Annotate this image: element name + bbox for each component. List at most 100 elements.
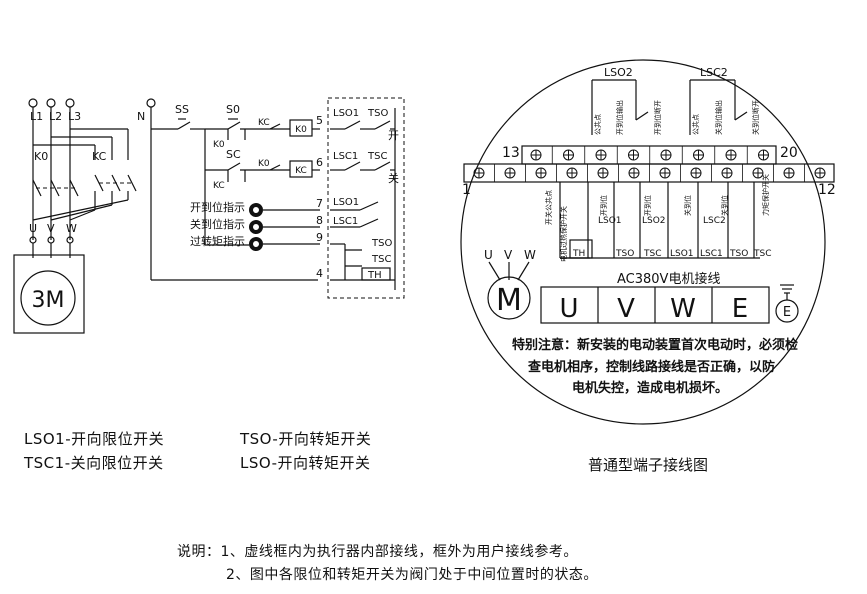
terminal-screw-icon [725, 149, 737, 161]
switch-label-lso2: LSO2 [642, 216, 666, 226]
switch-label-tsc-a: TSC [643, 249, 662, 259]
bottom-label-close-2: 关到位 [720, 195, 729, 216]
terminal-screw-icon [660, 149, 672, 161]
motor-terminal-v: V [47, 222, 55, 235]
terminal-screw-icon [659, 167, 671, 179]
terminal-screw-icon [758, 149, 769, 161]
switch-label-lsc2: LSC2 [703, 216, 726, 226]
terminal-screw-icon [783, 167, 795, 179]
legend-tsc1: TSC1-关向限位开关 [24, 454, 164, 472]
terminal-screw-icon [535, 167, 547, 179]
bottom-label-open-1: 开到位 [599, 195, 608, 216]
box-tso-label: TSO [371, 238, 392, 249]
terminal-number-13: 13 [502, 145, 520, 161]
switch-label-lso1-b: LSO1 [670, 249, 694, 259]
motor-symbol-circle [487, 276, 531, 320]
switch-s0-label: S0 [226, 103, 240, 116]
terminal-screw-icon [595, 149, 607, 161]
phase-label-l3: L3 [68, 110, 81, 123]
top-label-common-1: 公共点 [593, 114, 602, 135]
terminal-screw-icon [563, 149, 574, 161]
contactor-kc-label: KC [92, 150, 107, 163]
terminal-screw-icon [752, 167, 764, 179]
right-terminal-diagram: LSO2 LSC2 公共点 开到位输出 开到位断开 公共点 关到位输出 关到位断… [460, 59, 836, 425]
terminal-screw-icon [473, 167, 485, 179]
box-lsc1-label: LSC1 [333, 216, 358, 227]
lsc2-label: LSC2 [700, 66, 728, 79]
motor-circle [20, 270, 76, 326]
coil-k0 [289, 119, 313, 137]
earth-label: E [783, 305, 791, 320]
terminal-row-bottom [473, 164, 826, 182]
box-tso-top-label: TSO [367, 108, 388, 119]
neutral-label: N [137, 110, 145, 123]
aux-kc-a-label: KC [258, 118, 270, 128]
box-close-label: 关 [388, 171, 399, 185]
lso2-label: LSO2 [604, 66, 633, 79]
terminal-8: 8 [316, 214, 323, 227]
terminal-screw-icon [530, 149, 542, 161]
terminal-screw-icon [566, 167, 578, 179]
terminal-screw-icon [693, 149, 704, 161]
bottom-label-open-2: 开到位 [643, 195, 652, 216]
note-line-2: 2、图中各限位和转矩开关为阀门处于中间位置时的状态。 [226, 567, 598, 583]
indicator-close-label: 关到位指示 [190, 217, 245, 231]
top-label-close-break: 关到位断开 [751, 100, 760, 135]
box-lsc1-mid-label: LSC1 [333, 151, 358, 162]
box-tsc-label: TSC [371, 254, 391, 265]
block-terminal-u: U [559, 294, 578, 324]
legend-tso: TSO-开向转矩开关 [240, 430, 372, 448]
aux-k0-a-label: K0 [213, 140, 225, 150]
motor-symbol-label: M [496, 283, 522, 318]
bottom-label-thermal: 电机过热保护开关 [559, 206, 568, 262]
top-vertical-labels: 公共点 开到位输出 开到位断开 公共点 关到位输出 关到位断开 [593, 100, 760, 135]
terminal-screw-icon [690, 167, 702, 179]
top-label-common-2: 公共点 [691, 114, 700, 135]
box-tsc-mid-label: TSC [367, 151, 387, 162]
box-lso1-label: LSO1 [333, 197, 359, 208]
top-label-open-break: 开到位断开 [653, 100, 662, 135]
switch-label-tso-b: TSO [729, 249, 748, 259]
uvw-label-v: V [504, 248, 513, 262]
motor-terminal-u: U [29, 222, 37, 235]
terminal-5: 5 [316, 114, 323, 127]
left-schematic: L1 L2 L3 N K0 KC [13, 97, 405, 334]
terminal-4: 4 [316, 267, 323, 280]
terminal-screw-icon [628, 167, 640, 179]
contactor-k0-label: K0 [34, 150, 48, 163]
top-label-open-output: 开到位输出 [615, 100, 624, 135]
phase-label-l1: L1 [30, 110, 43, 123]
switch-label-lsc1: LSC1 [700, 249, 723, 259]
coil-kc [289, 160, 313, 178]
switch-label-tso-a: TSO [615, 249, 634, 259]
terminal-number-20: 20 [780, 145, 798, 161]
bottom-vertical-labels: 开关公共点 电机过热保护开关 开到位 开到位 关到位 关到位 力矩保护开关 [544, 174, 770, 262]
terminal-number-1: 1 [462, 182, 471, 198]
indicator-lamp-close [249, 220, 263, 234]
phase-label-l2: L2 [49, 110, 62, 123]
legend-lso: LSO-开向转矩开关 [240, 454, 371, 472]
terminal-screw-icon [814, 167, 826, 179]
top-label-close-output: 关到位输出 [714, 100, 723, 135]
switch-label-th: TH [572, 249, 585, 259]
terminal-strip-top [521, 145, 777, 165]
terminal-screw-icon [721, 167, 733, 179]
bottom-label-close-1: 关到位 [683, 195, 692, 216]
switch-label-lso1-a: LSO1 [598, 216, 622, 226]
block-terminal-v: V [617, 294, 635, 324]
terminal-number-12: 12 [818, 182, 836, 198]
terminal-row-top [530, 146, 769, 164]
coil-k0-label: K0 [295, 125, 307, 135]
indicator-torque-label: 过转矩指示 [190, 234, 245, 248]
motor-label: 3M [32, 288, 65, 313]
diagram-caption: 普通型端子接线图 [588, 456, 709, 474]
notice-line-1: 特别注意：新安装的电动装置首次电动时，必须检 [512, 337, 798, 353]
terminal-screw-icon [628, 149, 639, 161]
terminal-housing-circle [460, 59, 826, 425]
notice-line-3: 电机失控，造成电机损坏。 [572, 380, 728, 396]
switch-ss-label: SS [175, 103, 189, 116]
coil-kc-label: KC [295, 166, 307, 176]
internal-wiring-box [327, 97, 405, 299]
aux-k0-b-label: K0 [258, 159, 270, 169]
